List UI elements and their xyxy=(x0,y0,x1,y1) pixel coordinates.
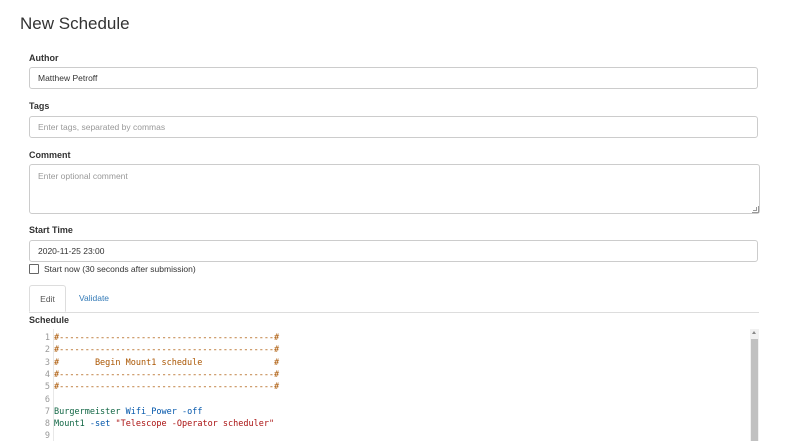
code-line[interactable]: 4 #--------------------------------------… xyxy=(29,369,279,381)
tab-edit[interactable]: Edit xyxy=(29,285,66,312)
line-number: 4 xyxy=(44,369,50,380)
scroll-thumb[interactable] xyxy=(751,339,758,441)
code-token: #---------------------------------------… xyxy=(54,345,280,356)
schedule-code-editor[interactable]: 1 #--------------------------------------… xyxy=(29,329,759,441)
code-line[interactable]: 3 # Begin Mount1 schedule # xyxy=(29,357,279,369)
code-token: #---------------------------------------… xyxy=(54,333,280,343)
line-number: 6 xyxy=(44,394,50,405)
code-token: -off xyxy=(181,406,203,417)
line-number: 8 xyxy=(44,419,50,430)
editor-gutter-divider xyxy=(53,329,54,441)
code-token: Wifi_Power xyxy=(125,406,177,417)
line-number: 7 xyxy=(44,406,50,417)
line-number: 5 xyxy=(44,382,50,393)
code-token: #---------------------------------------… xyxy=(54,382,280,393)
code-token: # Begin Mount1 schedule # xyxy=(54,357,280,368)
code-line[interactable]: 9 xyxy=(29,430,54,441)
code-line[interactable]: 5 #--------------------------------------… xyxy=(29,381,279,393)
start-now-checkbox[interactable] xyxy=(29,264,39,274)
tab-validate[interactable]: Validate xyxy=(78,293,110,303)
schedule-label: Schedule xyxy=(29,315,70,325)
resize-handle-icon[interactable] xyxy=(752,206,759,213)
code-line[interactable]: 6 xyxy=(29,394,54,406)
author-label: Author xyxy=(29,53,59,63)
line-number: 1 xyxy=(44,333,50,343)
code-token: #---------------------------------------… xyxy=(54,369,280,380)
line-number: 9 xyxy=(44,431,50,441)
tags-field[interactable] xyxy=(29,116,758,138)
page-title: New Schedule xyxy=(20,14,130,33)
code-line[interactable]: 7 Burgermeister Wifi_Power -off xyxy=(29,406,203,418)
start-now-option[interactable]: Start now (30 seconds after submission) xyxy=(29,264,196,274)
line-number: 2 xyxy=(44,345,50,356)
author-field[interactable] xyxy=(29,67,758,89)
code-token: Mount1 xyxy=(54,419,85,430)
code-line[interactable]: 1 #--------------------------------------… xyxy=(29,332,279,344)
schedule-tabs: Edit Validate xyxy=(29,285,759,313)
code-line[interactable]: 2 #--------------------------------------… xyxy=(29,344,279,356)
code-token: Burgermeister xyxy=(54,406,121,417)
start-time-label: Start Time xyxy=(29,225,73,235)
tags-label: Tags xyxy=(29,101,50,111)
code-line[interactable]: 8 Mount1 -set "Telescope -Operator schedu… xyxy=(29,418,274,430)
start-time-field[interactable] xyxy=(29,240,758,262)
scroll-up-arrow-icon[interactable] xyxy=(752,331,756,334)
code-token: -set xyxy=(89,419,111,430)
comment-label: Comment xyxy=(29,150,71,160)
start-now-label: Start now (30 seconds after submission) xyxy=(44,264,196,274)
code-token: "Telescope -Operator scheduler" xyxy=(115,419,275,430)
comment-field[interactable] xyxy=(29,164,760,214)
editor-scrollbar[interactable] xyxy=(750,329,759,441)
line-number: 3 xyxy=(44,357,50,368)
